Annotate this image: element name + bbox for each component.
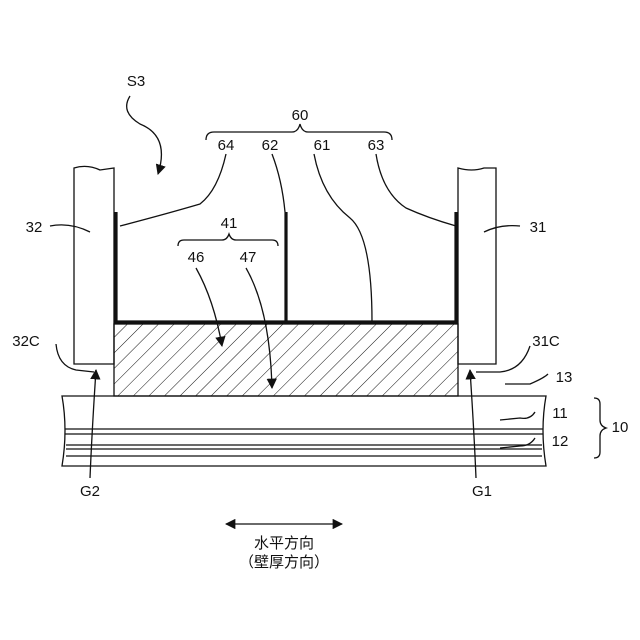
label-61: 61 — [314, 137, 331, 154]
label-31c: 31C — [532, 333, 560, 350]
right-wall — [458, 168, 496, 364]
label-46: 46 — [188, 249, 205, 266]
hatched-block — [114, 324, 458, 396]
brace-41 — [178, 234, 278, 246]
label-g1: G1 — [472, 483, 492, 500]
label-13: 13 — [556, 369, 573, 386]
label-60: 60 — [292, 107, 309, 124]
label-63: 63 — [368, 137, 385, 154]
label-32c: 32C — [12, 333, 40, 350]
tray — [116, 212, 456, 322]
label-s3: S3 — [127, 73, 145, 90]
left-wall — [74, 166, 114, 364]
leader-lines — [50, 154, 548, 448]
caption-line2: （壁厚方向） — [239, 553, 329, 571]
label-10: 10 — [612, 419, 629, 436]
label-32: 32 — [26, 219, 43, 236]
label-31: 31 — [530, 219, 547, 236]
label-64: 64 — [218, 137, 235, 154]
label-47: 47 — [240, 249, 257, 266]
label-62: 62 — [262, 137, 279, 154]
label-11: 11 — [552, 405, 568, 422]
brace-10 — [594, 398, 606, 458]
caption-line1: 水平方向 — [254, 534, 314, 552]
arrows — [90, 96, 476, 524]
label-g2: G2 — [80, 483, 100, 500]
label-41: 41 — [221, 215, 238, 232]
label-12: 12 — [552, 433, 569, 450]
